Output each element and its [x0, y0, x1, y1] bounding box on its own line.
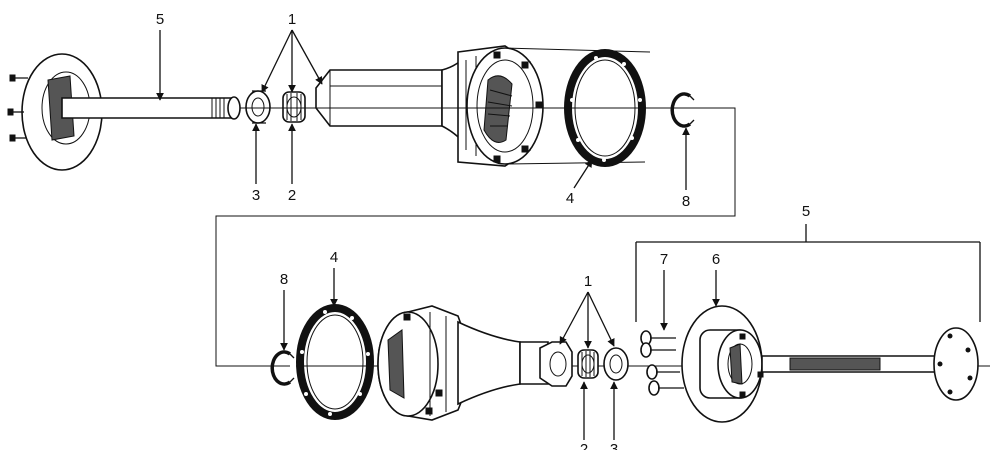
callout-bottom-2: 2 — [580, 441, 588, 450]
bottom-callouts: 8 4 1 7 6 5 2 3 — [280, 203, 981, 450]
callout-bottom-4: 4 — [330, 249, 338, 266]
top-callouts: 5 1 3 2 4 8 — [156, 11, 690, 210]
top-bearing-3 — [245, 90, 271, 124]
callout-top-1: 1 — [288, 11, 296, 28]
bottom-bolts — [640, 330, 684, 396]
top-axle-housing — [315, 45, 651, 167]
assembly-connector-line — [215, 107, 990, 367]
top-axle-shaft — [7, 53, 241, 171]
bottom-bearing-2 — [577, 349, 599, 379]
callout-bottom-8: 8 — [280, 271, 288, 288]
top-snap-ring — [670, 92, 695, 128]
bottom-gasket — [296, 304, 374, 420]
callout-top-8: 8 — [682, 193, 690, 210]
bottom-axle-shaft — [681, 305, 979, 423]
callout-bottom-7: 7 — [660, 251, 668, 268]
callout-top-5: 5 — [156, 11, 164, 28]
top-bearing-2 — [282, 91, 306, 123]
bottom-bearing-3 — [603, 347, 629, 381]
callout-top-2: 2 — [288, 187, 296, 204]
callout-bottom-6: 6 — [712, 251, 720, 268]
bottom-axle-housing — [377, 305, 573, 421]
callout-bottom-1: 1 — [584, 273, 592, 290]
callout-bottom-5: 5 — [802, 203, 810, 220]
callout-bottom-3: 3 — [610, 441, 618, 450]
callout-top-4: 4 — [566, 190, 574, 207]
bottom-snap-ring — [270, 350, 295, 386]
callout-top-3: 3 — [252, 187, 260, 204]
